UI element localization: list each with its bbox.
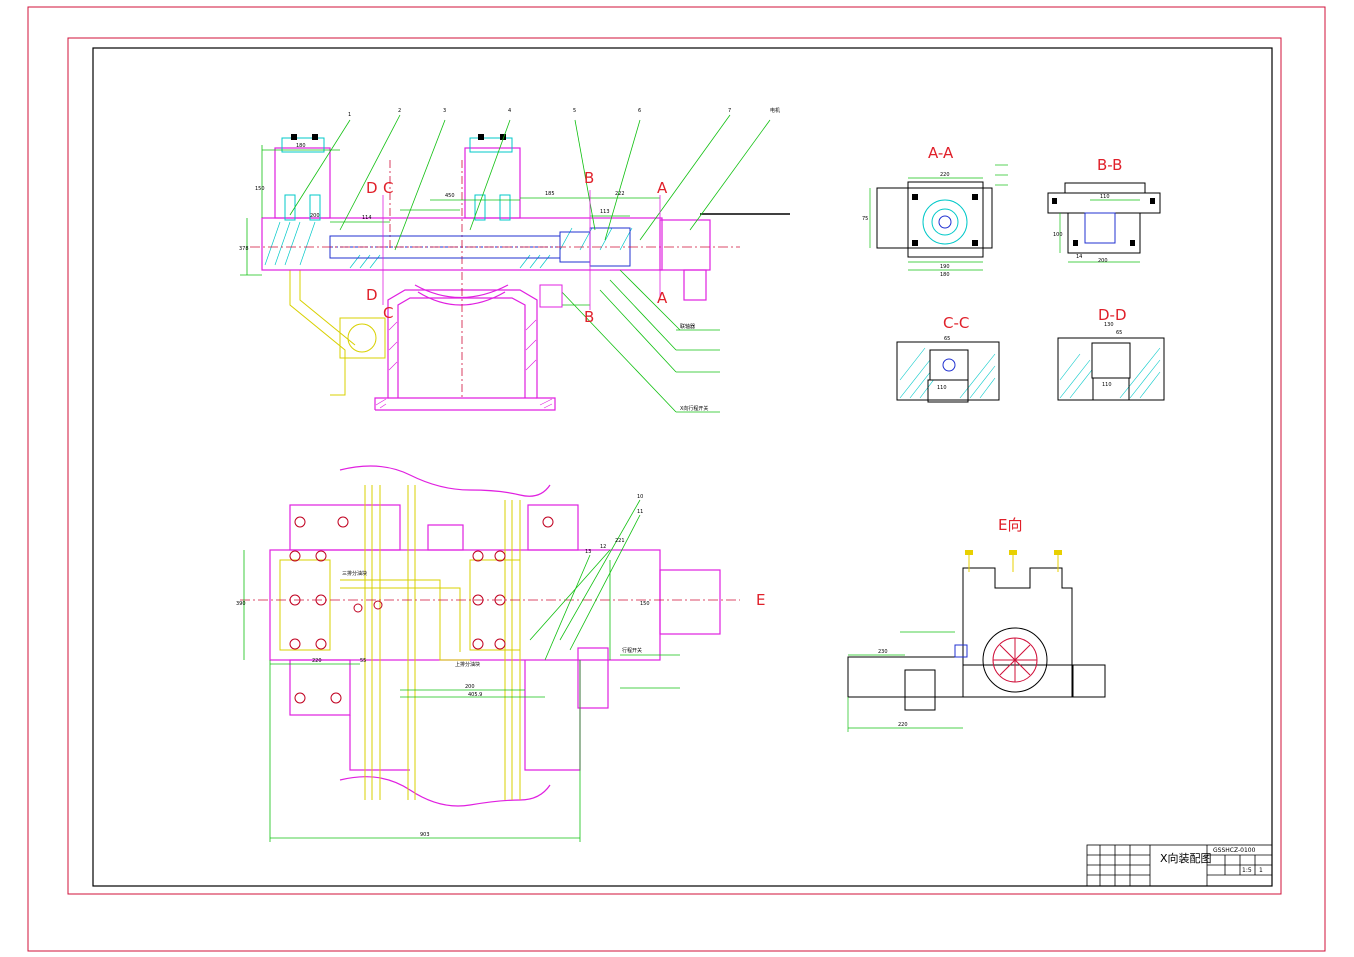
leader-3: 3 [443, 108, 446, 114]
title-block-scale: 1:5 [1242, 867, 1252, 874]
dim-180: 180 [296, 143, 306, 149]
section-a-a: A-A 220 190 180 75 [862, 144, 1008, 278]
dim-222: 222 [615, 191, 625, 197]
plan-leader-11: 11 [637, 509, 643, 515]
drawing-frame [92, 47, 1273, 887]
dd-dim-130: 130 [1104, 322, 1114, 328]
label-b-b: B-B [1097, 156, 1122, 174]
callout-x-limit-switch: X向行程开关 [680, 405, 708, 412]
leader-1: 1 [348, 112, 351, 118]
plan-dim-405-9: 405.9 [468, 692, 482, 698]
plan-dim-150: 150 [640, 601, 650, 607]
section-label-c-bottom: C [383, 304, 393, 322]
callout-motor: 电机 [770, 107, 780, 114]
leader-6: 6 [638, 108, 641, 114]
section-label-c-top: C [383, 179, 393, 197]
label-d-d: D-D [1098, 306, 1127, 324]
dim-450: 450 [445, 193, 455, 199]
title-block-drawing-number: GSSHCZ-0100 [1213, 847, 1256, 854]
plan-leader-12: 12 [600, 544, 606, 550]
aa-dim-75: 75 [862, 216, 868, 222]
dd-dim-65: 65 [1116, 330, 1122, 336]
aa-dim-220: 220 [940, 172, 950, 178]
bb-dim-100: 100 [1053, 232, 1063, 238]
label-a-a: A-A [928, 144, 954, 162]
plan-section-label-e: E [756, 591, 765, 609]
bb-dim-200: 200 [1098, 258, 1108, 264]
e-dim-220: 220 [898, 722, 908, 728]
section-label-d-bottom: D [366, 286, 378, 304]
plan-leader-10: 10 [637, 494, 643, 500]
bb-dim-14: 14 [1076, 254, 1082, 260]
aa-dim-180: 180 [940, 272, 950, 278]
plan-label-triple-manifold: 三排分油块 [342, 570, 367, 577]
callout-coupling: 联轴器 [680, 323, 695, 330]
dim-378: 378 [239, 246, 249, 252]
cc-dim-65: 65 [944, 336, 950, 342]
main-section-view: D C D C B B A A 1 2 3 4 5 6 7 电机 联轴器 X向行… [239, 107, 790, 413]
dim-200: 200 [310, 213, 320, 219]
title-block [1086, 844, 1273, 887]
section-label-d-top: D [366, 179, 378, 197]
view-e: E向 230 220 [847, 516, 1106, 732]
title-block-drawing-title: X向装配图 [1160, 851, 1212, 865]
section-c-c: C-C 65 110 [896, 314, 1000, 403]
plan-label-limit-switch: 行程开关 [622, 647, 642, 654]
leader-4: 4 [508, 108, 511, 114]
dim-150: 150 [255, 186, 265, 192]
e-dim-230: 230 [878, 649, 888, 655]
leader-7: 7 [728, 108, 731, 114]
plan-dim-220: 220 [312, 658, 322, 664]
section-d-d: D-D 130 65 110 [1057, 306, 1165, 401]
section-label-a-bottom: A [657, 289, 668, 307]
section-label-b-bottom: B [584, 308, 594, 326]
leader-5: 5 [573, 108, 576, 114]
section-label-b-top: B [584, 169, 594, 187]
dim-185: 185 [545, 191, 555, 197]
dim-113: 113 [600, 209, 610, 215]
plan-view: E 三排分油块 行程开关 上排分油块 390 220 55 200 405.9 … [236, 465, 765, 842]
plan-dim-200: 200 [465, 684, 475, 690]
leader-2: 2 [398, 108, 401, 114]
section-b-b: B-B 110 100 200 14 [1047, 156, 1161, 264]
inner-border [67, 37, 1282, 895]
label-c-c: C-C [943, 314, 969, 332]
plan-dim-55: 55 [360, 658, 366, 664]
dim-114: 114 [362, 215, 372, 221]
plan-dim-221: 221 [615, 538, 625, 544]
plan-dim-903: 903 [420, 832, 430, 838]
plan-label-upper-manifold: 上排分油块 [455, 661, 480, 668]
aa-dim-190: 190 [940, 264, 950, 270]
label-view-e: E向 [998, 516, 1022, 534]
dd-dim-110: 110 [1102, 382, 1112, 388]
plan-dim-390: 390 [236, 601, 246, 607]
cc-dim-110: 110 [937, 385, 947, 391]
plan-leader-13: 13 [585, 549, 591, 555]
section-label-a-top: A [657, 179, 668, 197]
title-block-sheet: 1 [1259, 867, 1263, 874]
outer-border [27, 6, 1326, 952]
bb-dim-110: 110 [1100, 194, 1110, 200]
